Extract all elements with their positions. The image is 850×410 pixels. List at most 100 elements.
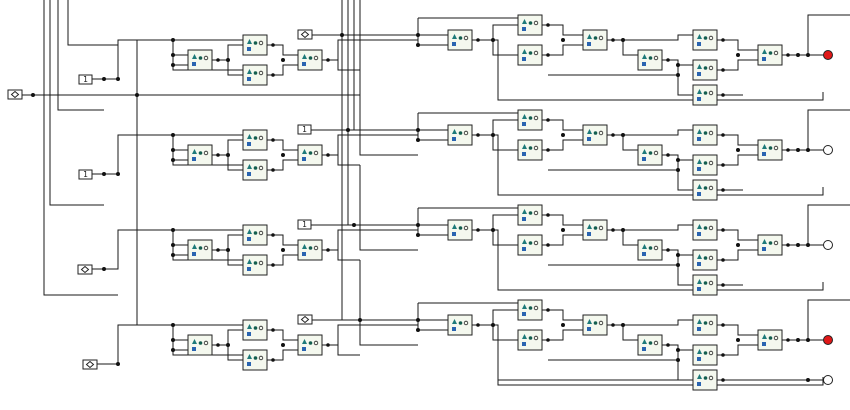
logic-gate-44[interactable]	[447, 314, 480, 336]
junction-dot	[116, 362, 120, 366]
wire-43	[92, 134, 137, 175]
logic-gate-51[interactable]	[692, 369, 725, 391]
logic-gate-46[interactable]	[517, 329, 550, 351]
logic-gate-33[interactable]	[692, 179, 725, 201]
wire-123	[548, 309, 583, 321]
wire-74	[723, 59, 758, 71]
logic-gate-49[interactable]	[692, 314, 725, 336]
junction-dot	[416, 233, 420, 237]
junction-dot	[806, 53, 810, 57]
input-switch-4[interactable]: 1	[297, 219, 312, 230]
junction-dot	[416, 43, 420, 47]
logic-gate-48[interactable]	[637, 334, 670, 356]
wire-10	[337, 60, 360, 71]
logic-gate-50[interactable]	[692, 344, 725, 366]
junction-dot	[226, 248, 230, 252]
logic-gate-42[interactable]	[692, 274, 725, 296]
junction-dot	[416, 318, 420, 322]
logic-gate-6[interactable]	[242, 129, 275, 151]
svg-text:1: 1	[83, 75, 88, 84]
logic-gate-20[interactable]	[582, 29, 615, 51]
junction-dot	[171, 253, 175, 257]
gates	[187, 14, 790, 391]
logic-gate-32[interactable]	[692, 154, 725, 176]
logic-gate-38[interactable]	[582, 219, 615, 241]
logic-gate-21[interactable]	[637, 49, 670, 71]
wire-70	[668, 59, 693, 96]
input-switch-2[interactable]: 1	[78, 169, 93, 180]
logic-gate-11[interactable]	[242, 254, 275, 276]
logic-gate-10[interactable]	[242, 224, 275, 246]
logic-gate-18[interactable]	[517, 14, 550, 36]
logic-gate-30[interactable]	[637, 144, 670, 166]
logic-gate-39[interactable]	[637, 239, 670, 261]
input-switch-3[interactable]: 1	[297, 124, 312, 135]
logic-gate-47[interactable]	[582, 314, 615, 336]
logic-gate-9[interactable]	[187, 239, 220, 261]
wire-48	[49, 0, 104, 206]
logic-gate-19[interactable]	[517, 44, 550, 66]
wire-77	[807, 14, 850, 55]
logic-gate-34[interactable]	[757, 139, 790, 161]
junction-dot	[346, 128, 350, 132]
junction-dot	[806, 243, 810, 247]
input-clock-3[interactable]	[82, 359, 98, 370]
logic-gate-5[interactable]	[187, 144, 220, 166]
logic-gate-8[interactable]	[297, 144, 330, 166]
svg-text:1: 1	[302, 125, 307, 134]
logic-gate-12[interactable]	[297, 239, 330, 261]
logic-gate-25[interactable]	[757, 44, 790, 66]
junction-dot	[226, 343, 230, 347]
input-clock-5[interactable]	[297, 314, 313, 325]
junction-dot	[358, 318, 362, 322]
junction-dot	[281, 153, 285, 157]
junction-dot	[171, 158, 175, 162]
logic-gate-4[interactable]	[297, 49, 330, 71]
wire-73	[723, 39, 758, 51]
junction-dot	[171, 348, 175, 352]
logic-gate-2[interactable]	[242, 34, 275, 56]
logic-gate-16[interactable]	[297, 334, 330, 356]
logic-gate-41[interactable]	[692, 249, 725, 271]
output-led-3	[823, 240, 833, 250]
logic-gate-15[interactable]	[242, 349, 275, 371]
wire-120	[478, 309, 518, 326]
wire-96	[807, 109, 850, 150]
input-clock-2[interactable]	[77, 264, 93, 275]
logic-gate-35[interactable]	[447, 219, 480, 241]
logic-gate-43[interactable]	[757, 234, 790, 256]
logic-gate-52[interactable]	[757, 329, 790, 351]
wire-86	[548, 139, 583, 151]
wire-20	[337, 155, 360, 166]
logic-gate-40[interactable]	[692, 219, 725, 241]
logic-gate-29[interactable]	[582, 124, 615, 146]
logic-gate-24[interactable]	[692, 84, 725, 106]
input-clock-1[interactable]	[7, 89, 23, 100]
wire-49	[57, 0, 104, 111]
logic-gate-14[interactable]	[242, 319, 275, 341]
wire-12	[172, 135, 243, 166]
logic-gate-26[interactable]	[447, 124, 480, 146]
wire-92	[723, 134, 758, 146]
logic-gate-3[interactable]	[242, 64, 275, 86]
output-led-4	[823, 335, 833, 345]
logic-gate-36[interactable]	[517, 204, 550, 226]
junction-dot	[171, 53, 175, 57]
input-clock-4[interactable]	[297, 29, 313, 40]
logic-gate-22[interactable]	[692, 29, 725, 51]
logic-gate-13[interactable]	[187, 334, 220, 356]
logic-gate-37[interactable]	[517, 234, 550, 256]
logic-gate-27[interactable]	[517, 109, 550, 131]
logic-gate-23[interactable]	[692, 59, 725, 81]
wire-111	[723, 229, 758, 241]
wire-101	[478, 214, 518, 231]
wire-22	[172, 230, 243, 261]
logic-gate-45[interactable]	[517, 299, 550, 321]
input-switch-1[interactable]: 1	[78, 74, 93, 85]
logic-gate-17[interactable]	[447, 29, 480, 51]
wire-38	[273, 349, 298, 361]
logic-gate-7[interactable]	[242, 159, 275, 181]
logic-gate-28[interactable]	[517, 139, 550, 161]
logic-gate-31[interactable]	[692, 124, 725, 146]
logic-gate-1[interactable]	[187, 49, 220, 71]
